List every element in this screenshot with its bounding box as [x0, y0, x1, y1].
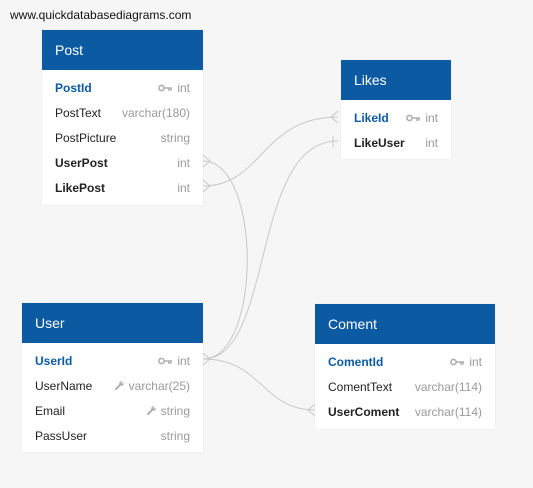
field-name-userid: UserId — [35, 354, 73, 368]
field-type: int — [425, 136, 438, 150]
field-type: string — [160, 429, 190, 443]
table-user-title: User — [22, 303, 203, 343]
field-name-usercoment: UserComent — [328, 405, 400, 419]
field-row[interactable]: PostText varchar(180) — [42, 101, 203, 126]
field-name-postpicture: PostPicture — [55, 131, 117, 145]
field-row[interactable]: UserPost int — [42, 151, 203, 176]
field-row[interactable]: PostId int — [42, 76, 203, 101]
field-row[interactable]: ComentText varchar(114) — [315, 375, 495, 400]
table-post[interactable]: Post PostId int PostText varchar(180) Po… — [42, 30, 203, 205]
field-type: int — [177, 156, 190, 170]
field-row[interactable]: PassUser string — [22, 424, 203, 449]
key-icon — [406, 114, 421, 122]
table-user[interactable]: User UserId int UserName varchar(25) Ema… — [22, 303, 203, 452]
field-name-postid: PostId — [55, 81, 92, 95]
field-type: int — [177, 181, 190, 195]
table-likes-title: Likes — [341, 60, 451, 100]
field-row[interactable]: Email string — [22, 399, 203, 424]
field-name-comenttext: ComentText — [328, 380, 393, 394]
field-name-posttext: PostText — [55, 106, 102, 120]
field-row[interactable]: ComentId int — [315, 350, 495, 375]
field-type: string — [160, 131, 190, 145]
field-row[interactable]: UserId int — [22, 349, 203, 374]
table-likes[interactable]: Likes LikeId int LikeUser int — [341, 60, 451, 159]
field-name-likeid: LikeId — [354, 111, 389, 125]
link-userid-userpost — [202, 160, 248, 360]
table-post-title: Post — [42, 30, 203, 70]
wrench-icon — [114, 381, 124, 391]
field-type: int — [450, 350, 482, 375]
crowfoot-likepost — [202, 179, 211, 193]
crowfoot-userpost — [202, 154, 211, 168]
field-type: varchar(114) — [414, 380, 482, 394]
link-likepost-likeid — [202, 116, 339, 187]
link-userid-likeuser — [202, 140, 339, 360]
field-name-likeuser: LikeUser — [354, 136, 405, 150]
field-type: varchar(25) — [114, 374, 190, 399]
field-name-passuser: PassUser — [35, 429, 88, 443]
field-type: string — [146, 399, 190, 424]
field-type: int — [158, 349, 190, 374]
crowfoot-usercoment — [307, 403, 316, 417]
key-icon — [450, 358, 465, 366]
field-row[interactable]: LikeId int — [341, 106, 451, 131]
field-name-comentid: ComentId — [328, 355, 384, 369]
field-name-username: UserName — [35, 379, 93, 393]
field-row[interactable]: UserComent varchar(114) — [315, 400, 495, 425]
field-name-email: Email — [35, 404, 66, 418]
key-icon — [158, 84, 173, 92]
wrench-icon — [146, 406, 156, 416]
field-name-likepost: LikePost — [55, 181, 106, 195]
field-type: varchar(114) — [414, 405, 482, 419]
field-type: varchar(180) — [121, 106, 190, 120]
field-row[interactable]: PostPicture string — [42, 126, 203, 151]
table-coment-title: Coment — [315, 304, 495, 344]
field-row[interactable]: LikePost int — [42, 176, 203, 201]
key-icon — [158, 357, 173, 365]
table-coment[interactable]: Coment ComentId int ComentText varchar(1… — [315, 304, 495, 429]
watermark: www.quickdatabasediagrams.com — [10, 8, 192, 22]
field-name-userpost: UserPost — [55, 156, 108, 170]
link-userid-usercoment — [202, 358, 316, 411]
field-type: int — [406, 106, 438, 131]
field-type: int — [158, 76, 190, 101]
crowfoot-likeid — [330, 110, 339, 124]
field-row[interactable]: LikeUser int — [341, 131, 451, 156]
field-row[interactable]: UserName varchar(25) — [22, 374, 203, 399]
